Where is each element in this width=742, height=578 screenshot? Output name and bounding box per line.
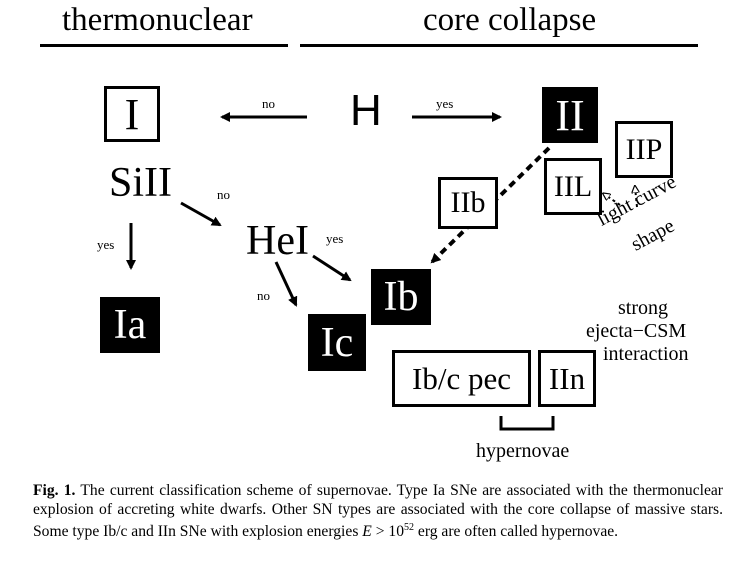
- arrow-si-to-HeI: [180, 201, 222, 227]
- label-si-no: no: [217, 187, 230, 202]
- node-type-I: I: [104, 86, 160, 142]
- hypernovae-bracket: [499, 416, 555, 431]
- node-hydrogen: H: [350, 86, 382, 135]
- arrow-HeI-to-Ib: [312, 254, 352, 282]
- label-h-yes: yes: [436, 96, 454, 111]
- annotation-hypernovae: hypernovae: [476, 440, 570, 462]
- annotation-interaction: interaction: [603, 343, 689, 365]
- node-type-IIb: IIb: [438, 177, 498, 229]
- caption-label: Fig. 1.: [33, 482, 76, 499]
- node-type-Ic: Ic: [308, 314, 366, 371]
- header-thermonuclear: thermonuclear: [62, 2, 253, 38]
- caption-energy-exp: 52: [404, 522, 414, 534]
- arrow-HeI-to-Ic: [274, 261, 298, 307]
- caption-text-1: The current classification scheme of sup…: [33, 482, 724, 541]
- annotation-ejecta-csm: ejecta−CSM: [586, 320, 687, 342]
- node-type-II: II: [542, 87, 598, 143]
- node-type-Ib: Ib: [371, 269, 431, 325]
- node-type-Ia: Ia: [100, 297, 160, 353]
- node-he-I: HeI: [246, 218, 309, 264]
- header-thermonuclear-rule: [40, 44, 288, 47]
- label-si-yes: yes: [97, 237, 115, 252]
- header-core-collapse-rule: [300, 44, 698, 47]
- node-type-IIL: IIL: [544, 158, 602, 215]
- node-si-II: SiII: [109, 160, 172, 206]
- label-he-no: no: [257, 288, 270, 303]
- arrow-II-to-Ib: [430, 146, 551, 264]
- label-he-yes: yes: [326, 231, 344, 246]
- node-type-Ibc-pec: Ib/c pec: [392, 350, 531, 407]
- header-core-collapse: core collapse: [423, 2, 597, 38]
- caption-text-2: erg are often called hypernovae.: [414, 523, 619, 541]
- caption-energy-op: > 10: [371, 523, 404, 541]
- caption-energy-var: E: [362, 523, 372, 541]
- node-type-IIP: IIP: [615, 121, 673, 178]
- diagram-arrows: [126, 112, 742, 431]
- figure-caption: Fig. 1. The current classification schem…: [33, 482, 723, 542]
- node-type-IIn: IIn: [538, 350, 596, 407]
- annotation-strong: strong: [618, 297, 668, 319]
- label-h-no: no: [262, 96, 275, 111]
